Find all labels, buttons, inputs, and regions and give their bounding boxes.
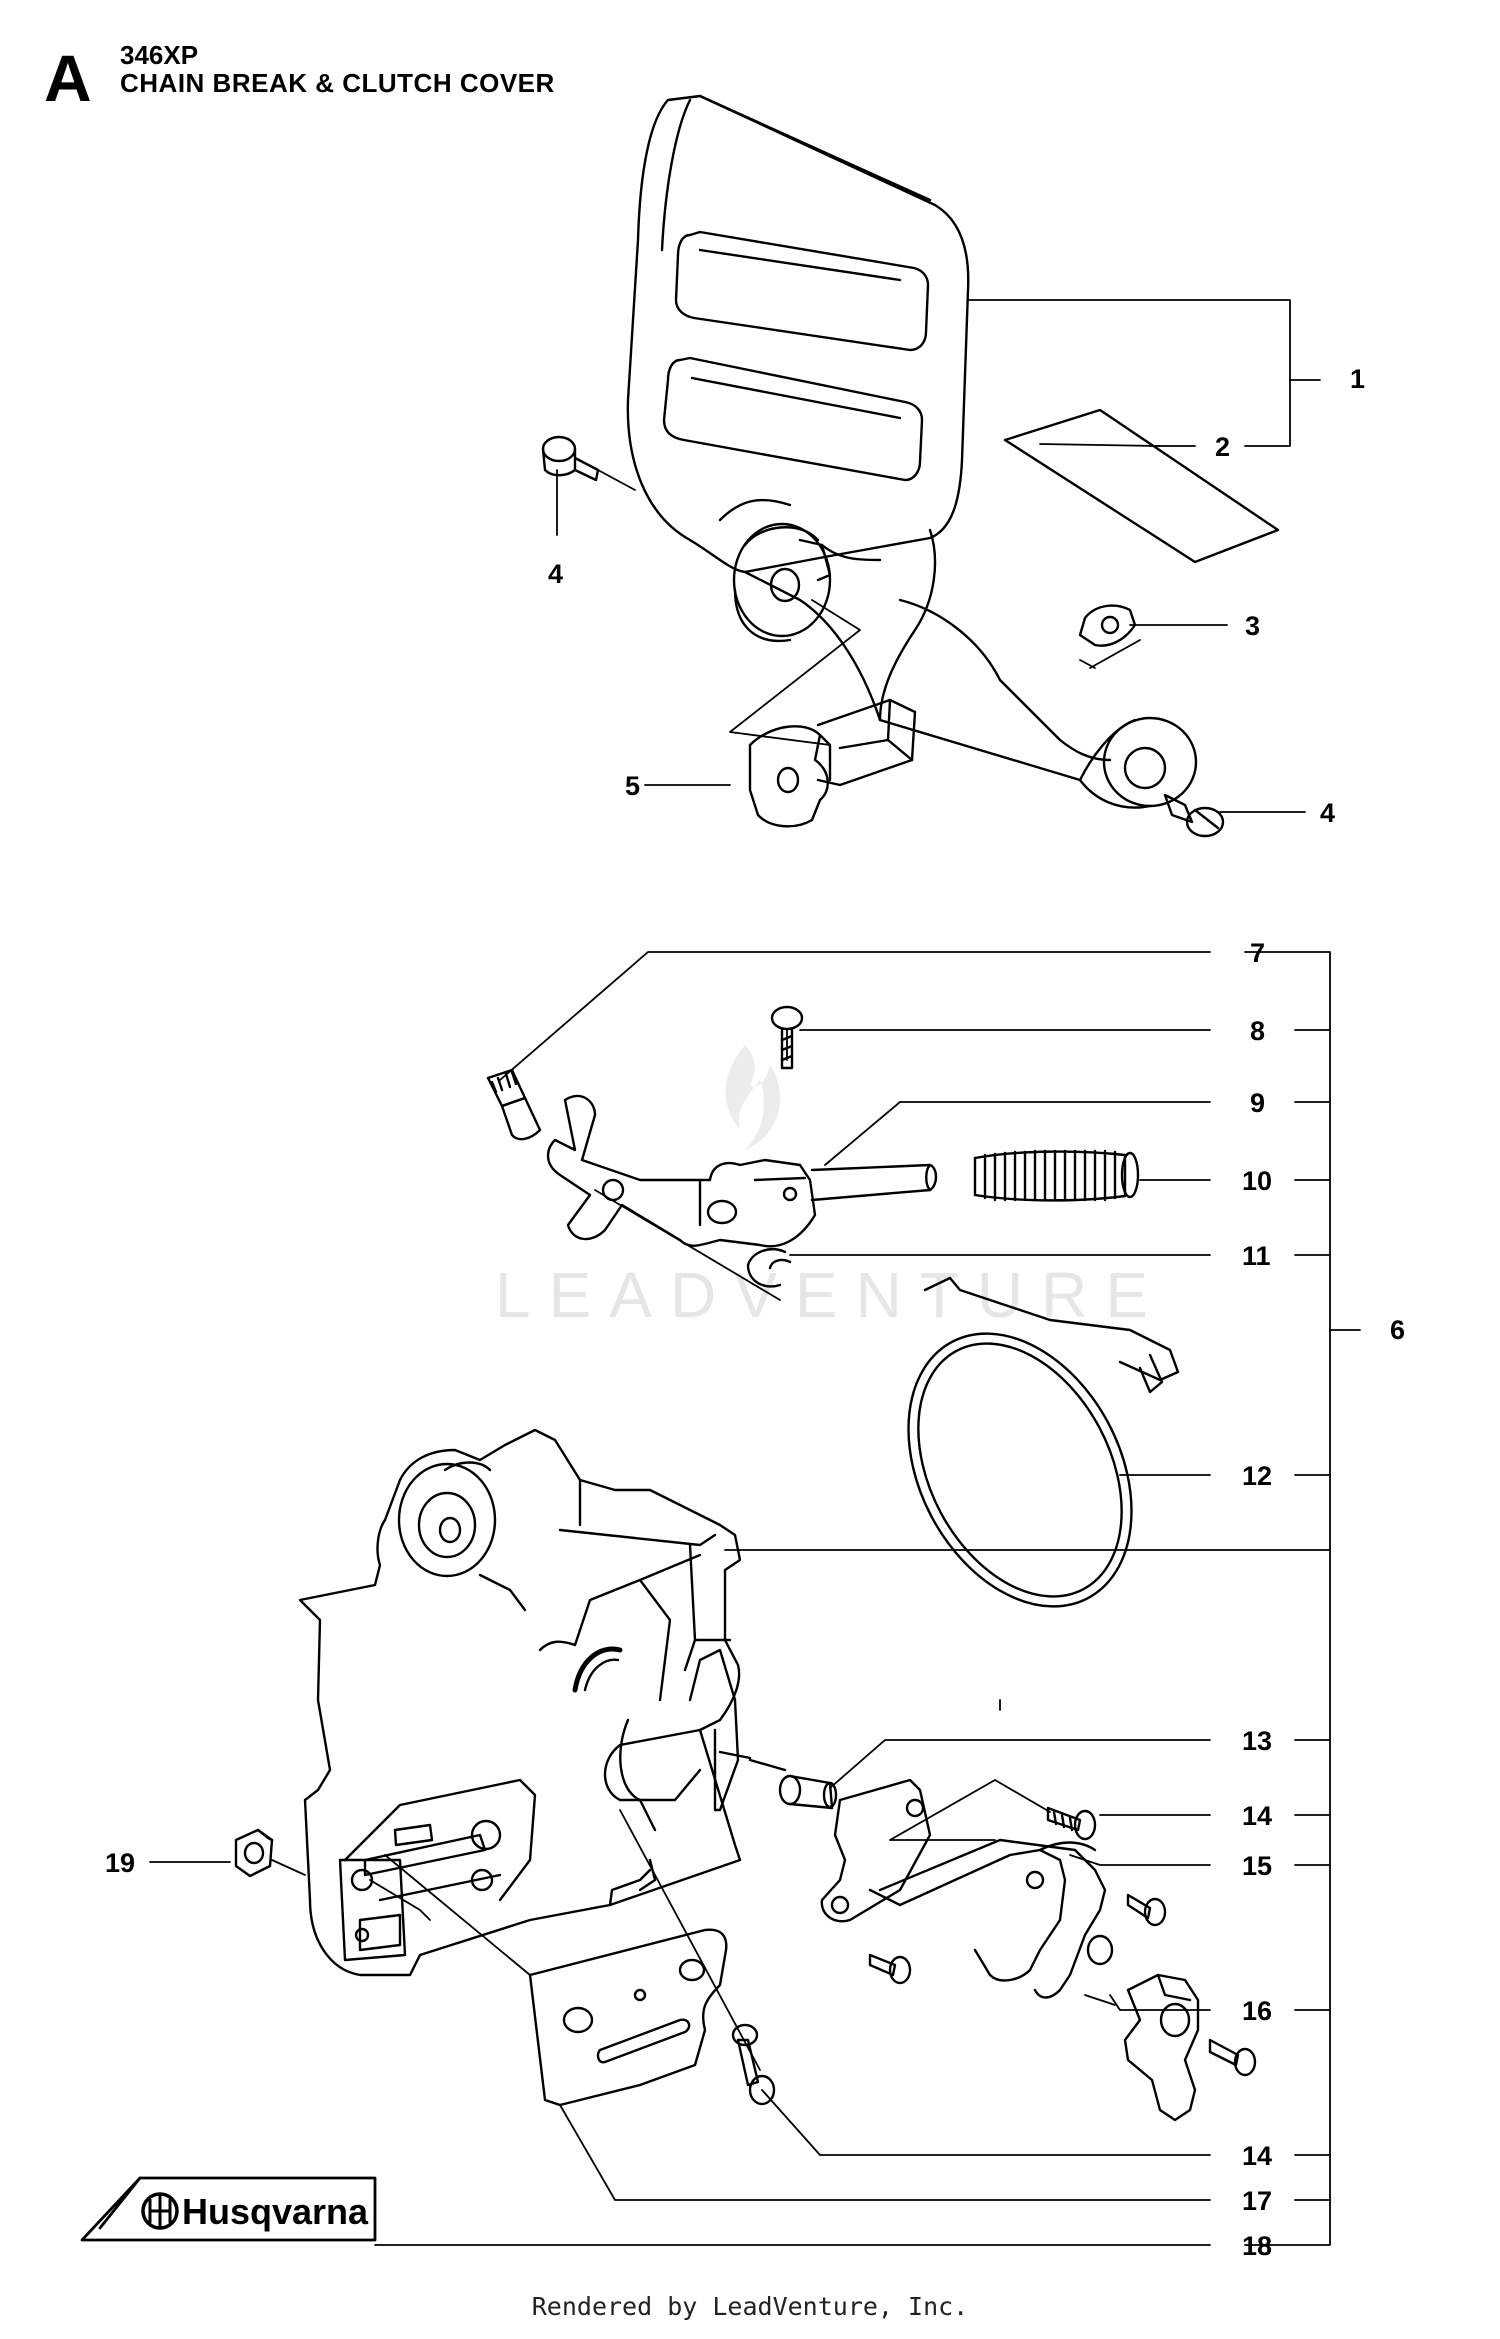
spring-part-10 xyxy=(973,1149,1140,1202)
screw-part-14b xyxy=(731,2023,776,2106)
callout-11: 11 xyxy=(1242,1241,1271,1271)
hand-guard-part-1 xyxy=(626,94,1198,809)
guide-plate-part-15 xyxy=(820,1778,1114,1999)
callout-8: 8 xyxy=(1250,1016,1265,1046)
clutch-cover xyxy=(298,1428,742,1977)
decal-part-2 xyxy=(1003,408,1280,564)
callout-12: 12 xyxy=(1242,1461,1272,1491)
screw-part-14a xyxy=(1046,1806,1097,1841)
callout-labels: 1 2 3 4 4 5 6 7 8 9 10 11 12 13 14 15 16… xyxy=(105,364,1405,2261)
plate-part-17 xyxy=(528,1928,728,2107)
brake-band-part-12 xyxy=(907,1276,1180,1608)
callout-14-upper: 14 xyxy=(1242,1801,1272,1831)
callout-6: 6 xyxy=(1390,1315,1405,1345)
catcher-part-16 xyxy=(1123,1973,1257,2122)
callout-4-upper-left: 4 xyxy=(548,559,563,589)
upper-leader-lines xyxy=(556,299,1321,813)
callout-9: 9 xyxy=(1250,1088,1265,1118)
callout-14-lower: 14 xyxy=(1242,2141,1272,2171)
callout-16: 16 xyxy=(1242,1996,1272,2026)
nut-part-19 xyxy=(234,1828,274,1878)
pivot-plate-part-5 xyxy=(748,698,917,828)
screw-part-4b xyxy=(1163,793,1225,838)
husqvarna-logo-text: Husqvarna xyxy=(182,2191,369,2232)
section-letter: A xyxy=(44,41,92,115)
callout-4-upper-right: 4 xyxy=(1320,798,1335,828)
lower-leader-lines xyxy=(149,951,1361,2246)
model-number: 346XP xyxy=(120,40,199,70)
husqvarna-logo: Husqvarna xyxy=(80,2176,377,2242)
callout-5: 5 xyxy=(625,771,640,801)
callout-19: 19 xyxy=(105,1848,135,1878)
plate-part-3 xyxy=(1078,604,1137,647)
pin-part-13 xyxy=(718,1750,838,1810)
callout-17: 17 xyxy=(1242,2186,1272,2216)
callout-3: 3 xyxy=(1245,611,1260,641)
diagram-title: CHAIN BREAK & CLUTCH COVER xyxy=(120,68,555,98)
callout-1: 1 xyxy=(1350,364,1365,394)
callout-13: 13 xyxy=(1242,1726,1272,1756)
callout-7: 7 xyxy=(1250,938,1265,968)
screws-part-15 xyxy=(868,1893,1167,1985)
brake-lever-part-9 xyxy=(546,1094,938,1248)
callout-2: 2 xyxy=(1215,432,1230,462)
callout-10: 10 xyxy=(1242,1166,1272,1196)
adjuster-part-7 xyxy=(486,1068,542,1141)
screw-part-4a xyxy=(541,435,600,482)
callout-18: 18 xyxy=(1242,2231,1272,2261)
watermark-text: LEADVENTURE xyxy=(495,1259,1166,1331)
footer-credit: Rendered by LeadVenture, Inc. xyxy=(531,2292,969,2321)
callout-15: 15 xyxy=(1242,1851,1272,1881)
clip-part-11 xyxy=(746,1248,792,1288)
leadventure-watermark: LEADVENTURE xyxy=(495,1045,1166,1331)
